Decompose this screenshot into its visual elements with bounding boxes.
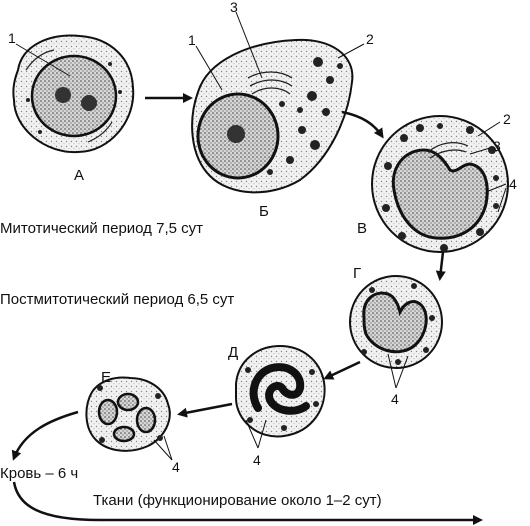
blood-duration-label: Кровь – 6 ч (0, 465, 79, 482)
callout-2-cell-b: 2 (366, 31, 374, 47)
stage-label-e: Е (101, 369, 112, 386)
cell-a-nucleus (30, 54, 118, 138)
mitotic-period-label: Митотический период 7,5 сут (0, 220, 203, 237)
cell-v-nucleus (391, 148, 489, 240)
callout-3-cell-v: 3 (493, 138, 501, 154)
cell-v-granules (382, 123, 499, 252)
stage-label-d: Д (228, 344, 239, 361)
callout-4-cell-v: 4 (509, 176, 517, 192)
stage-arrows (11, 93, 483, 525)
cell-v (371, 115, 509, 253)
cell-e-nucleus-lobes (97, 392, 157, 443)
stage-label-v: В (357, 220, 368, 237)
arrow-blood-to-tissues (12, 481, 483, 525)
callout-4-cell-g: 4 (391, 391, 399, 407)
postmitotic-period-label: Постмитотический период 6,5 сут (0, 291, 235, 308)
cell-b-golgi (247, 71, 293, 95)
arrow-d-to-e (177, 402, 233, 418)
stage-label-g: Г (353, 265, 362, 282)
cell-g-nucleus (362, 291, 428, 354)
arrow-v-to-g (435, 251, 446, 281)
cell-a-nucleolus (55, 87, 71, 103)
stage-label-a: А (74, 167, 85, 184)
callout-4-cell-e: 4 (172, 459, 180, 475)
cell-b (191, 38, 354, 194)
callout-4-cell-d: 4 (253, 452, 261, 468)
cell-d (235, 344, 326, 438)
cell-g (349, 275, 443, 369)
arrow-g-to-d (323, 360, 361, 380)
callout-1-cell-a: 1 (8, 30, 16, 46)
tissues-duration-label: Ткани (функционирование около 1–2 сут) (93, 492, 382, 509)
cell-e (85, 376, 171, 452)
cell-a-nucleolus (81, 95, 97, 111)
cell-a (12, 34, 135, 154)
cell-d-nucleus (249, 363, 310, 415)
callout-3-cell-b: 3 (230, 0, 238, 15)
arrow-e-to-blood (11, 410, 79, 461)
arrow-b-to-v (341, 110, 384, 139)
callout-lines (15, 11, 507, 461)
callout-1-cell-b: 1 (188, 32, 196, 48)
stage-label-b: Б (259, 203, 269, 220)
callout-2-cell-v: 2 (503, 111, 511, 127)
cell-b-granules (267, 57, 343, 175)
